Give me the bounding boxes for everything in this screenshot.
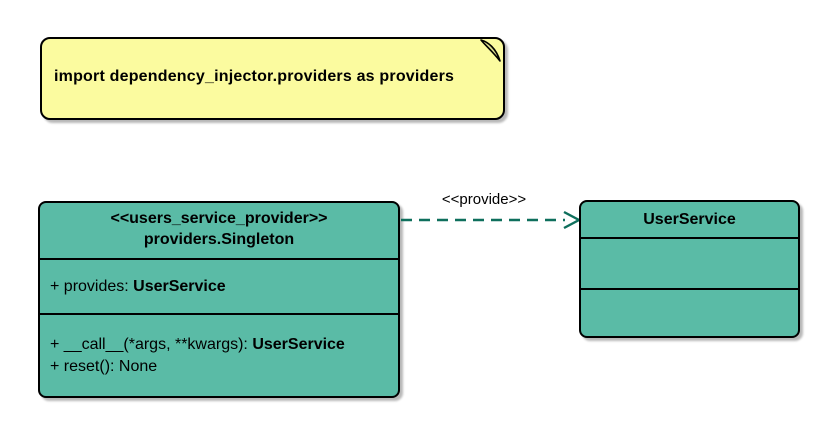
attribute-provides-type: UserService <box>133 277 226 295</box>
method-call-return-type: UserService <box>252 335 345 353</box>
class-userservice: UserService <box>579 200 800 338</box>
class-providers-singleton: <<users_service_provider>> providers.Sin… <box>38 201 400 398</box>
method-reset: + reset(): None <box>50 356 398 378</box>
service-class-name: UserService <box>643 211 736 228</box>
provider-class-name: providers.Singleton <box>143 231 295 248</box>
attribute-provides: + provides: UserService <box>50 276 398 298</box>
method-call-text: + __call__(*args, **kwargs): <box>50 335 253 353</box>
service-class-header: UserService <box>581 202 798 237</box>
note-import-statement: import dependency_injector.providers as … <box>40 37 505 120</box>
method-reset-text: + reset(): None <box>50 357 158 375</box>
provider-class-header: <<users_service_provider>> providers.Sin… <box>40 203 398 258</box>
provide-relation-label: <<provide>> <box>441 191 527 208</box>
attribute-provides-text: + provides: <box>50 277 134 295</box>
provider-attributes-section: + provides: UserService <box>40 258 398 313</box>
provider-class-stereotype: <<users_service_provider>> <box>110 210 328 227</box>
note-folded-corner-icon <box>480 39 501 62</box>
service-attributes-section <box>581 237 798 288</box>
note-text: import dependency_injector.providers as … <box>54 67 455 85</box>
provide-relation-arrow <box>401 210 582 230</box>
provider-methods-section: + __call__(*args, **kwargs): UserService… <box>40 313 398 396</box>
service-methods-section <box>581 288 798 336</box>
method-call: + __call__(*args, **kwargs): UserService <box>50 334 398 356</box>
